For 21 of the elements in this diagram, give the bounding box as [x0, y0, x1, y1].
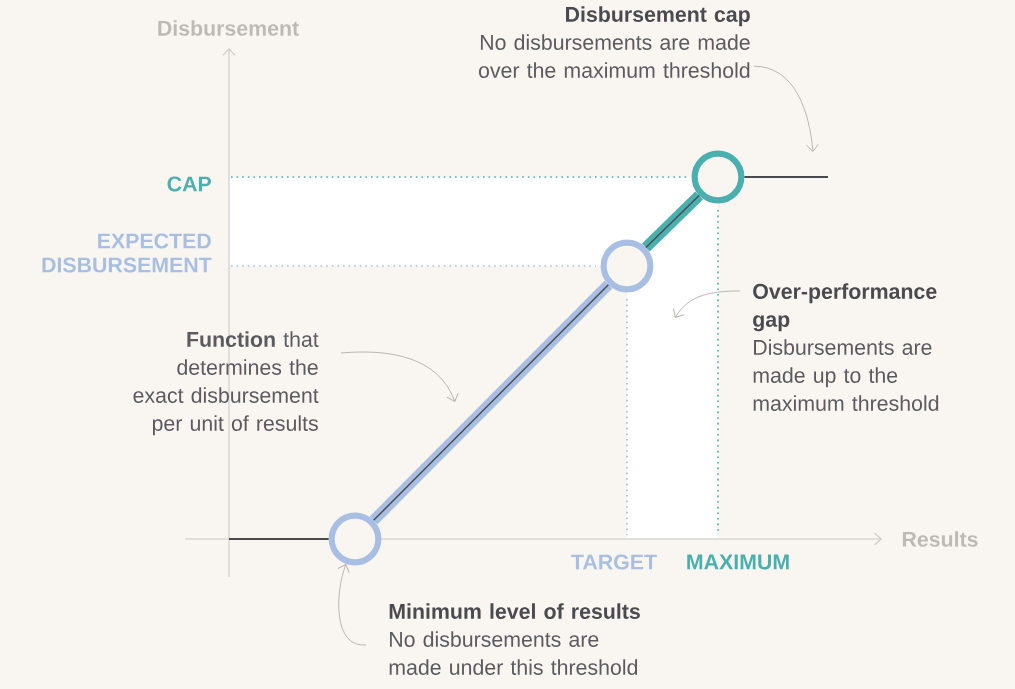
threshold-circle [328, 512, 382, 566]
axis-title: Disbursement [158, 20, 299, 36]
flat-line [743, 176, 829, 178]
axis-value-label: CAP [167, 176, 211, 192]
threshold-circle [691, 150, 745, 204]
threshold-circle [600, 239, 654, 293]
leader-arrow [340, 351, 459, 402]
annotation-text: Disbursement cap No disbursements are made over the maximum threshold [478, 6, 750, 78]
line-segment [642, 191, 703, 252]
axis-title: Results [902, 531, 978, 547]
annotation-text: Over-performance gap Disbursements are made up to the maximum threshold [753, 283, 939, 411]
annotation-text: Function that determines the exact disbursement per unit of results [133, 331, 319, 436]
annotation-text: Minimum level of results No disbursements are made under this threshold [389, 603, 640, 675]
leader-arrow [673, 290, 741, 318]
line-segment [369, 280, 613, 525]
axis-value-label: EXPECTED DISBURSEMENT [42, 233, 212, 273]
leader-arrow [337, 563, 367, 646]
leader-arrow [753, 65, 819, 152]
axis-value-label: MAXIMUM [687, 554, 789, 570]
axis-value-label: TARGET [571, 554, 657, 570]
flat-line [228, 538, 330, 540]
